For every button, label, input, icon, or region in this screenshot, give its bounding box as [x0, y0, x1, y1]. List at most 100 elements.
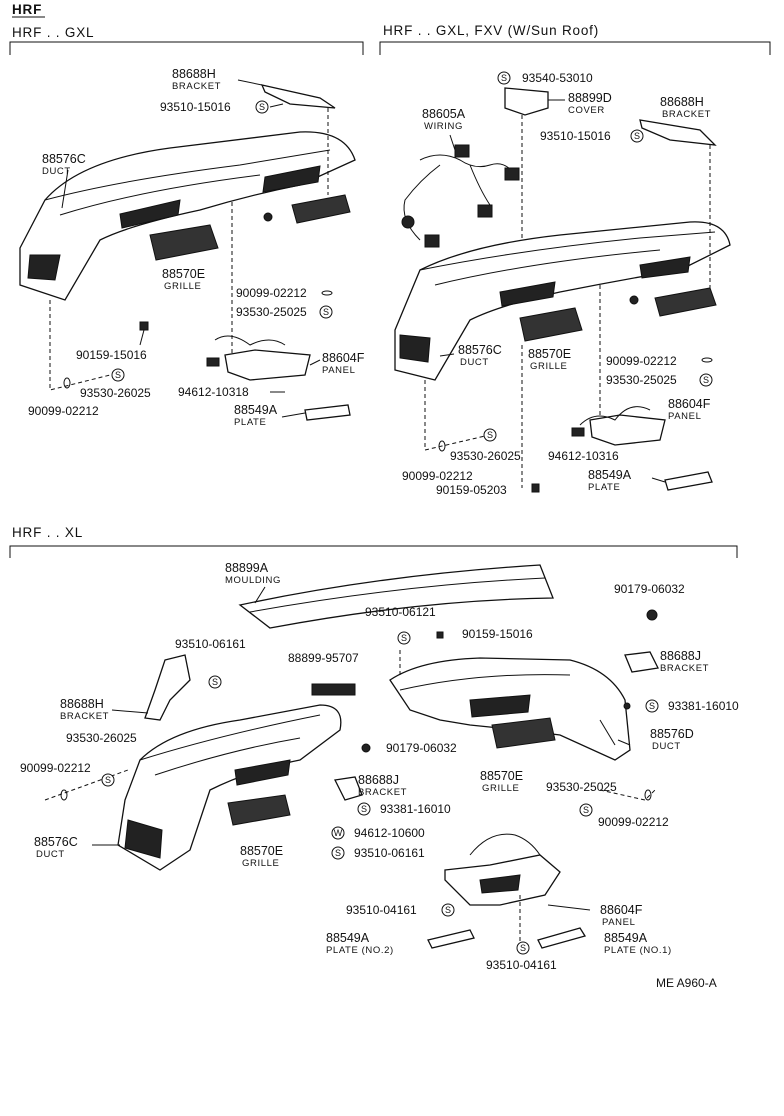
xl-grille-left [227, 794, 291, 826]
xl-bracket-h-number: 88688H [60, 697, 104, 711]
s-symbol-text: S [487, 430, 493, 440]
s-symbol-text: S [501, 73, 507, 83]
xl-screw-w-code: 94612-10600 [354, 826, 425, 840]
gxl-panel-wires [214, 335, 286, 346]
sunroof-washer-code: 90099-02212 [606, 354, 677, 368]
s-symbol-text: S [323, 307, 329, 317]
xl-duct-d-edge [399, 674, 571, 691]
xl-bracket-h-name: BRACKET [60, 711, 109, 722]
sunroof-panel-name: PANEL [668, 411, 701, 422]
gxl-bracket-name: BRACKET [172, 81, 221, 92]
gxl-bracket-number: 88688H [172, 67, 216, 81]
xl-nut-top-code: 90179-06032 [614, 582, 685, 596]
gxl-screw-bracket-code: 93510-15016 [160, 100, 231, 114]
s-symbol-icon [111, 368, 125, 382]
xl-nut-top-icon [646, 609, 658, 621]
gxl-leader-4 [237, 79, 263, 86]
xl-duct-d-number: 88576D [650, 727, 694, 741]
s-symbol-icon [579, 803, 593, 817]
gxl-panel-name: PANEL [322, 365, 355, 376]
sunroof-grille-right [654, 287, 717, 317]
gxl-duct-outlet [27, 254, 61, 281]
xl-plate-no2-name: PLATE (NO.2) [326, 945, 394, 956]
sunroof-plate [664, 471, 713, 491]
xl-screw-right-code: 93381-16010 [668, 699, 739, 713]
sunroof-washer-icon [701, 357, 713, 363]
section-title-xl: HRF . . XL [12, 525, 83, 540]
s-symbol-text: S [703, 375, 709, 385]
sunroof-screw-a-code: 93530-25025 [606, 373, 677, 387]
xl-nut-mid-icon [361, 743, 371, 753]
xl-grille-right [491, 717, 556, 749]
xl-duct-c-edge [139, 714, 321, 761]
gxl-duct-name: DUCT [42, 166, 71, 177]
s-symbol-text: S [105, 775, 111, 785]
gxl-grille-right [291, 194, 351, 224]
sunroof-screw-b-code: 93530-26025 [450, 449, 521, 463]
gxl-screw-b-code: 93530-26025 [80, 386, 151, 400]
xl-bolt-top-icon [436, 631, 444, 639]
s-symbol-icon [331, 846, 345, 860]
sunroof-duct-outlet [399, 334, 431, 363]
xl-duct-c-name: DUCT [36, 849, 65, 860]
s-symbol-icon [319, 305, 333, 319]
s-symbol-text: S [445, 905, 451, 915]
s-symbol-text: S [212, 677, 218, 687]
w-symbol-text: W [334, 828, 343, 838]
gxl-bolt-icon [139, 321, 149, 331]
section-bracket-gxl [9, 41, 364, 55]
xl-leader-6 [111, 709, 149, 714]
s-symbol-text: S [583, 805, 589, 815]
xl-screw-b-code: 93530-26025 [66, 731, 137, 745]
sunroof-screw-cover-code: 93540-53010 [522, 71, 593, 85]
sunroof-wiring [419, 154, 516, 176]
section-title-gxl: HRF . . GXL [12, 25, 94, 40]
sunroof-duct-name: DUCT [460, 357, 489, 368]
s-symbol-icon [483, 428, 497, 442]
xl-grille-right-number: 88570E [480, 769, 523, 783]
s-symbol-icon [441, 903, 455, 917]
gxl-leader-7 [281, 412, 306, 418]
xl-plate-no1 [537, 927, 587, 949]
xl-panel-number: 88604F [600, 903, 643, 917]
sunroof-cover-number: 88899D [568, 91, 612, 105]
xl-washer-right-code: 90099-02212 [598, 815, 669, 829]
xl-pad [311, 683, 356, 696]
sunroof-leader-5 [439, 353, 455, 357]
sunroof-leader-6 [651, 477, 666, 483]
xl-duct-d-foot [599, 719, 616, 746]
gxl-duct-edge [44, 149, 331, 201]
xl-plate-no1-number: 88549A [604, 931, 648, 945]
sunroof-washer-b-code: 90099-02212 [402, 469, 473, 483]
xl-screw-left-code: 93510-06161 [175, 637, 246, 651]
s-symbol-icon [645, 699, 659, 713]
xl-moulding-number: 88899A [225, 561, 269, 575]
s-symbol-icon [255, 100, 269, 114]
xl-bracket-j-right-name: BRACKET [660, 663, 709, 674]
sunroof-cover [504, 87, 549, 116]
s-symbol-icon [101, 773, 115, 787]
section-bracket-xl [9, 545, 738, 558]
gxl-bracket [260, 84, 336, 109]
gxl-screw-icon [263, 212, 273, 222]
xl-pad-code: 88899-95707 [288, 651, 359, 665]
xl-leader-3 [599, 789, 656, 801]
s-symbol-icon [630, 129, 644, 143]
sunroof-screw-panel-code: 94612-10316 [548, 449, 619, 463]
sunroof-bracket [639, 119, 717, 146]
gxl-bolt-code: 90159-15016 [76, 348, 147, 362]
sunroof-duct-vent-left [499, 281, 556, 307]
s-symbol-icon [357, 802, 371, 816]
xl-panel-wires [469, 833, 541, 856]
gxl-plate-name: PLATE [234, 417, 266, 428]
section-bracket-sunroof [379, 41, 771, 55]
sunroof-screw-icon [629, 295, 639, 305]
sunroof-wiring-connector-4 [424, 234, 440, 248]
xl-duct-c-body [117, 704, 342, 871]
xl-moulding-edge [249, 577, 546, 613]
s-symbol-text: S [401, 633, 407, 643]
sunroof-duct-crease [434, 249, 661, 286]
xl-screw-top-code: 93510-06121 [365, 605, 436, 619]
s-symbol-text: S [115, 370, 121, 380]
sunroof-leader-4 [449, 134, 456, 151]
